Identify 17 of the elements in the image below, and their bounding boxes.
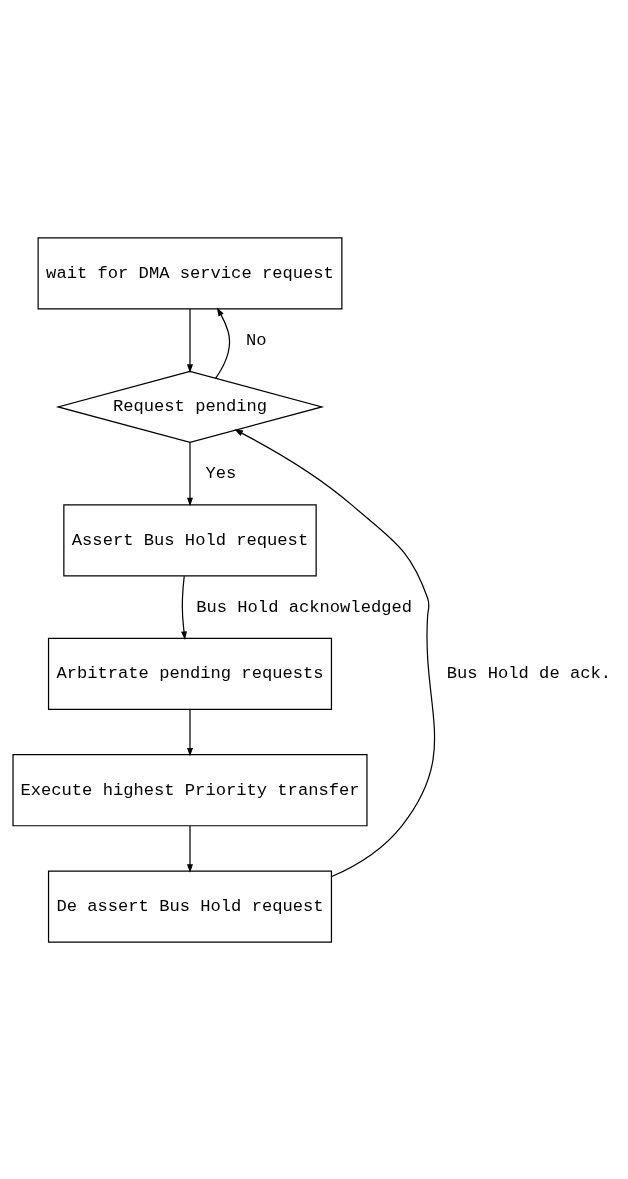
edge-label: Bus Hold de ack.	[446, 663, 612, 683]
arrow	[234, 428, 436, 877]
node-box: Execute highest Priority transfer	[12, 753, 368, 826]
edge-label: Bus Hold acknowledged	[196, 597, 413, 617]
node-box: De assert Bus Hold request	[47, 869, 333, 943]
arrow	[187, 708, 193, 756]
node-box: wait for DMA service request	[37, 236, 343, 310]
arrow	[187, 441, 193, 506]
arrow	[187, 824, 193, 873]
arrow	[187, 307, 193, 373]
node-box: Arbitrate pending requests	[47, 637, 333, 710]
node-diamond: Request pending	[55, 370, 325, 443]
edge-label: No	[246, 330, 267, 350]
arrow	[181, 575, 187, 640]
node-box: Assert Bus Hold request	[63, 503, 317, 577]
edge-label: Yes	[205, 463, 237, 483]
arrow	[214, 306, 231, 379]
